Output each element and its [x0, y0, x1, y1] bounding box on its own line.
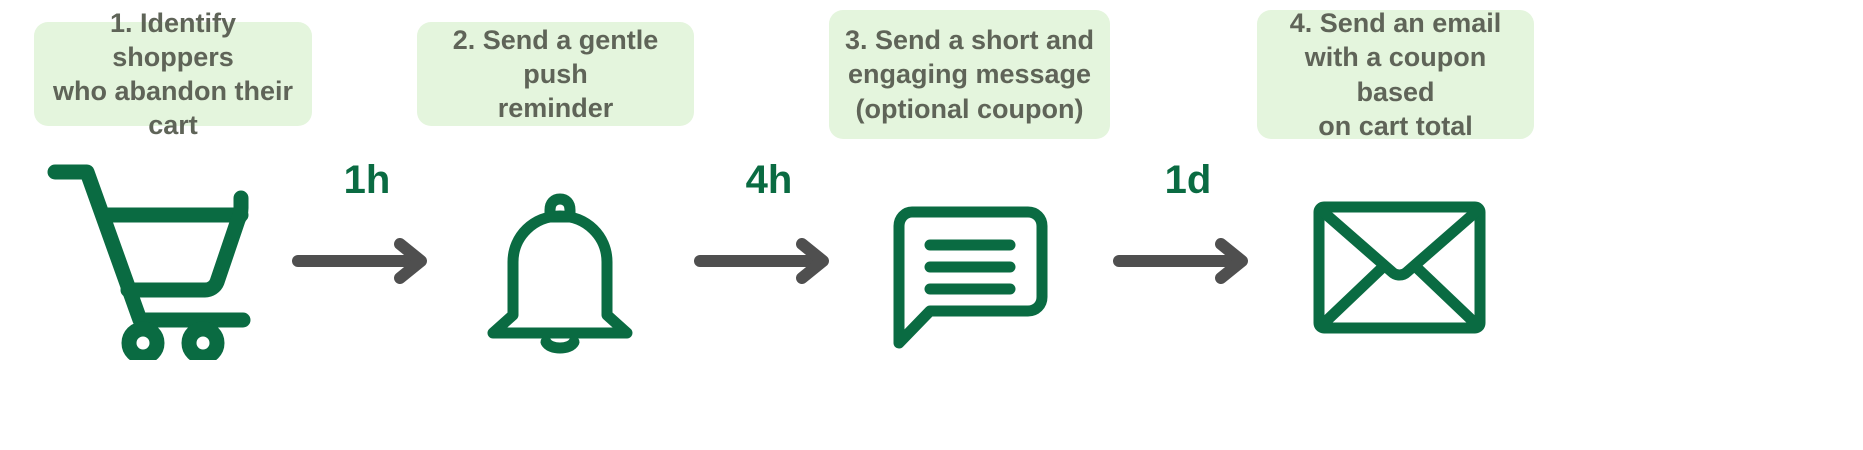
chat-bubble-icon [890, 205, 1050, 350]
transition-2: 4h [694, 158, 844, 284]
shopping-cart-icon [45, 160, 260, 360]
arrow-right-icon [694, 238, 844, 284]
transition-3: 1d [1113, 158, 1263, 284]
transition-1: 1h [292, 158, 442, 284]
arrow-right-icon [1113, 238, 1263, 284]
step-card-3: 3. Send a short and engaging message (op… [829, 10, 1110, 139]
transition-delay-label-3: 1d [1164, 158, 1212, 202]
transition-delay-label-1: 1h [343, 158, 391, 202]
envelope-icon [1312, 200, 1487, 335]
step-card-2: 2. Send a gentle push reminder [417, 22, 694, 126]
arrow-right-icon [292, 238, 442, 284]
step-card-1: 1. Identify shoppers who abandon their c… [34, 8, 312, 140]
step-card-4: 4. Send an email with a coupon based on … [1257, 8, 1534, 141]
bell-icon [480, 190, 640, 355]
transition-delay-label-2: 4h [745, 158, 793, 202]
